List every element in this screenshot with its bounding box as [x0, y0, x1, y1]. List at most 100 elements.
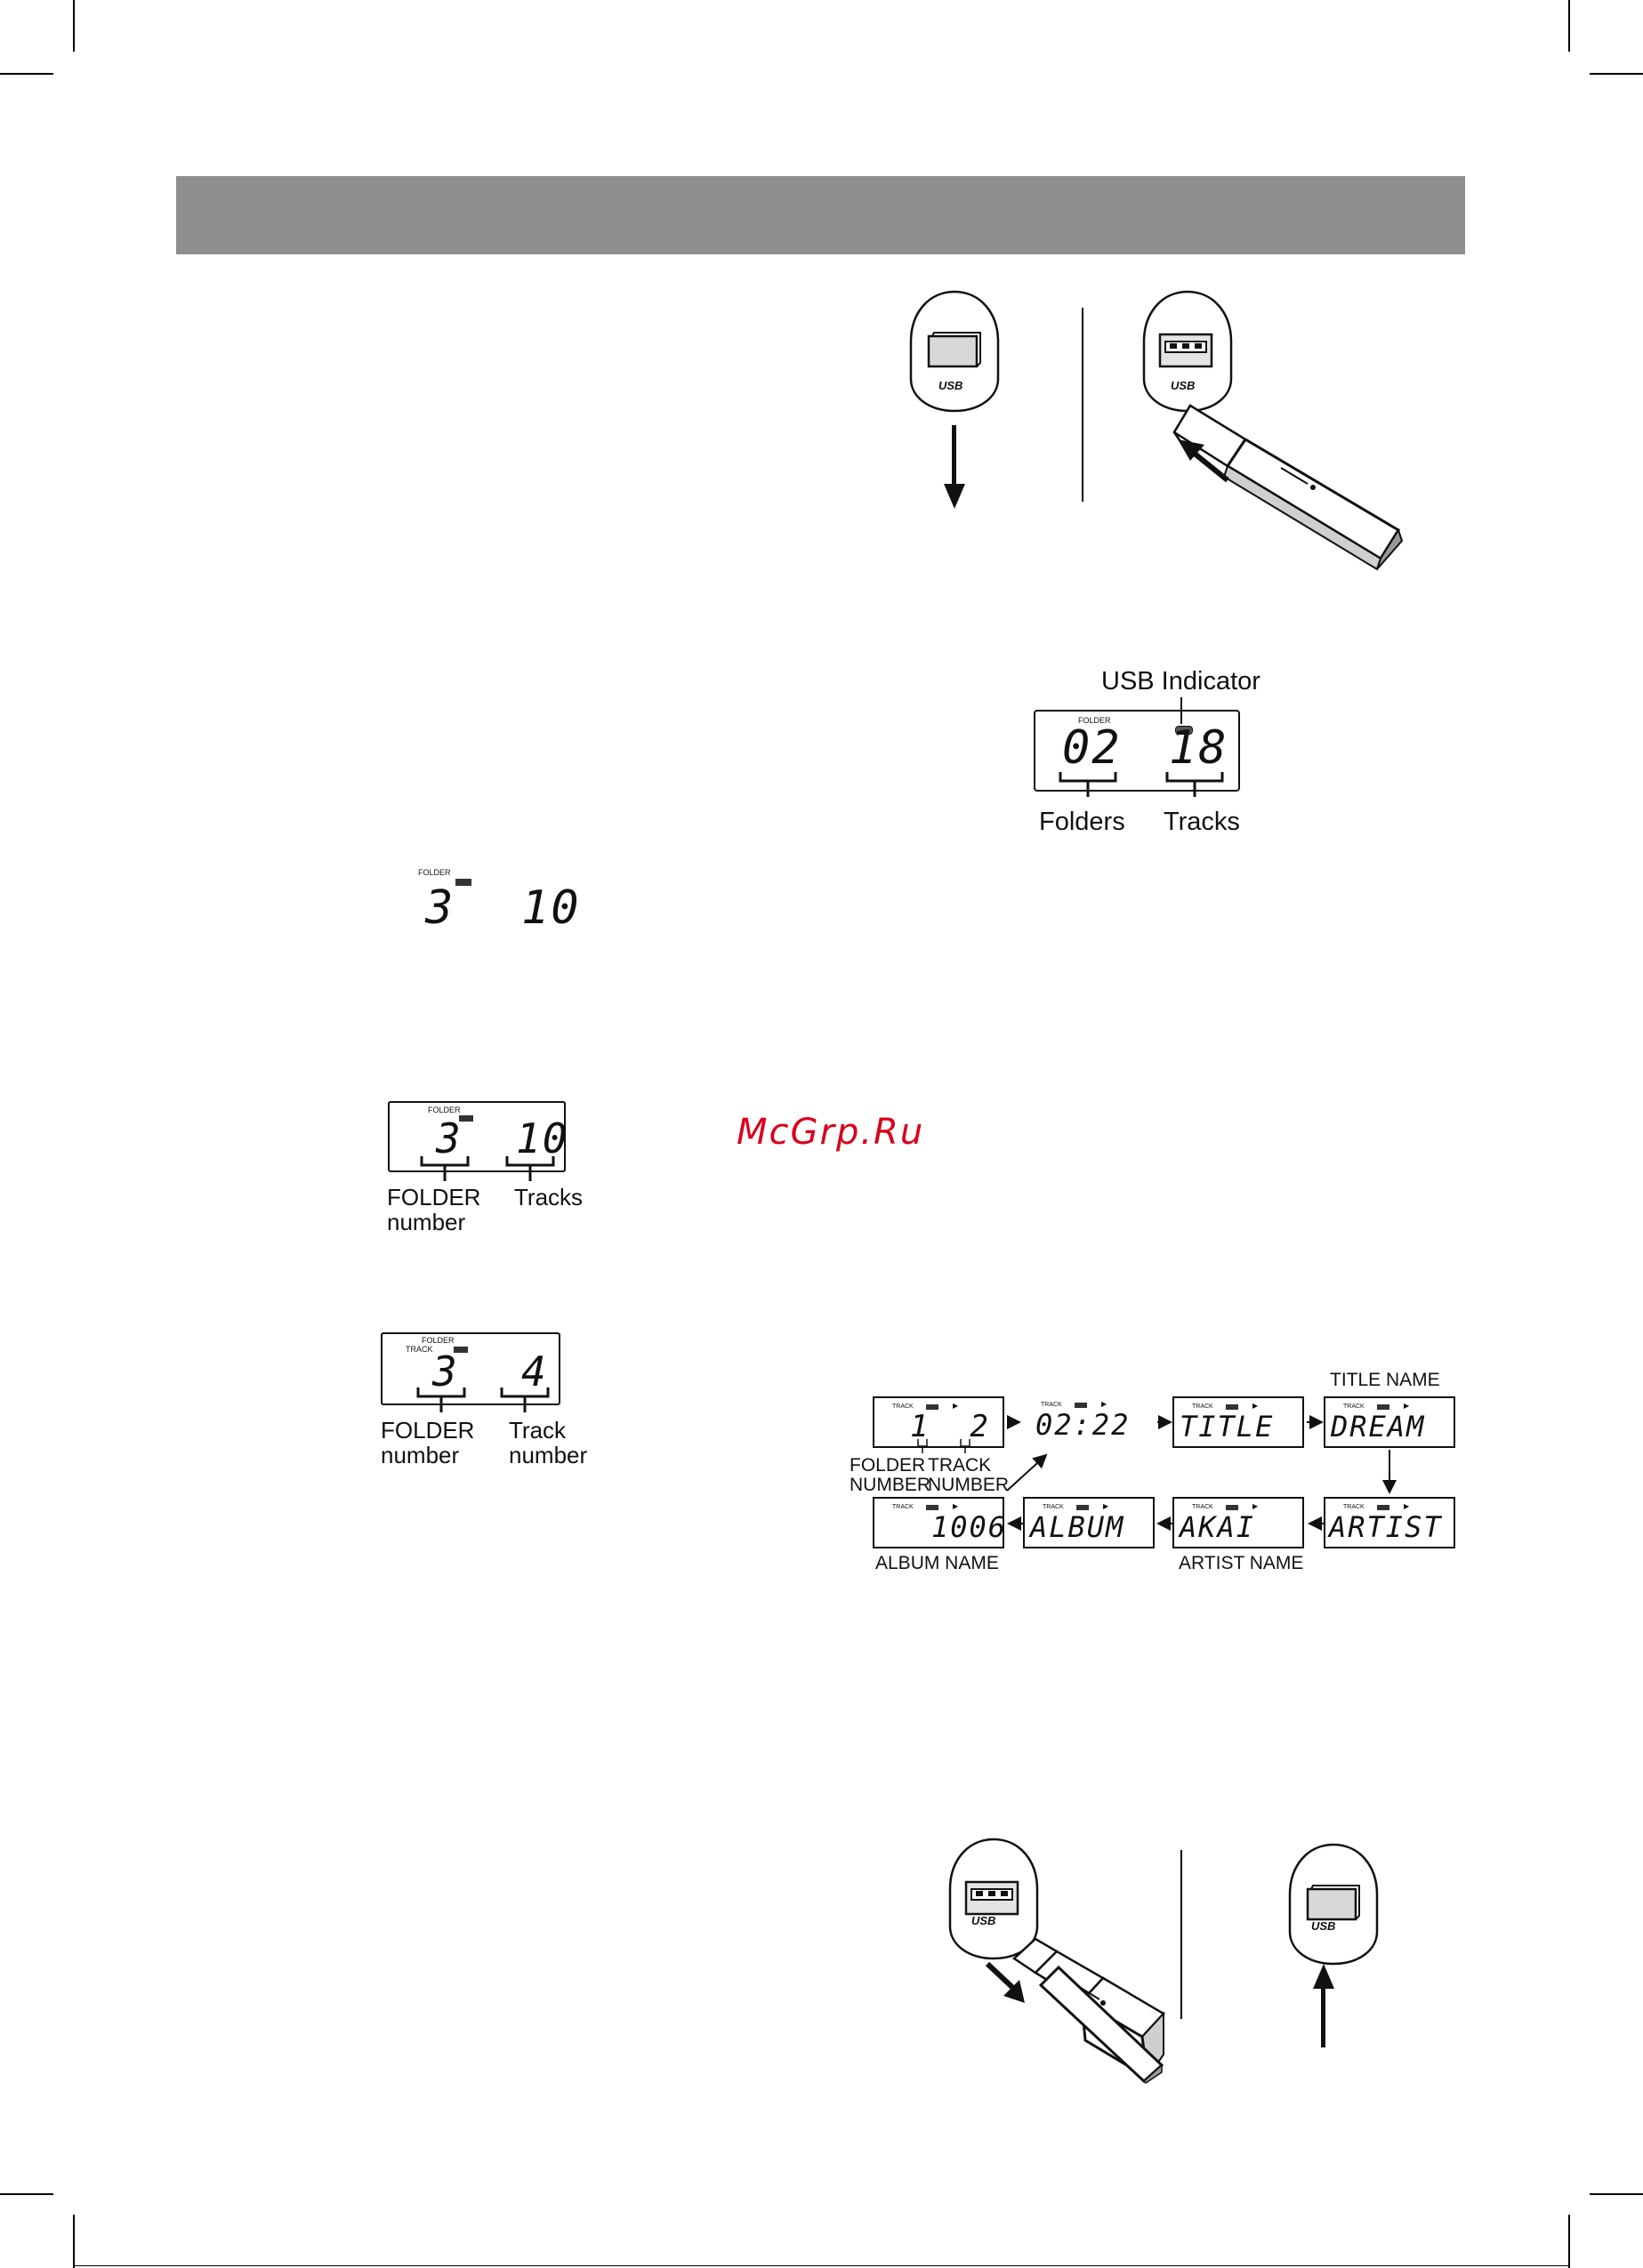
folders-label: Folders [1039, 808, 1125, 836]
tracks-bracket [1165, 772, 1224, 797]
number-label: number [509, 1442, 588, 1468]
lcd-mp3-tag [455, 879, 471, 886]
lcd-folders-value: 02 [1062, 721, 1122, 775]
lcd-folder-tag: FOLDER [418, 868, 451, 877]
artist-name-label: ARTIST NAME [1179, 1553, 1304, 1573]
usb-drive-body [1038, 1965, 1164, 2084]
album-name-label: ALBUM NAME [875, 1553, 999, 1573]
lcd-screen-time: TRACK ▶ 02:22 [1023, 1396, 1155, 1448]
play-icon: ▶ [953, 1502, 959, 1510]
lcd-mp3-tag [459, 1115, 473, 1122]
lcd-text: DREAM [1331, 1410, 1426, 1444]
lcd-mp3-tag [1075, 1403, 1087, 1408]
lcd-mp3-tag [1377, 1505, 1389, 1510]
play-icon: ▶ [1252, 1502, 1259, 1510]
crop-mark [1590, 73, 1643, 75]
lcd-screen-title-name: TRACK ▶ DREAM [1324, 1396, 1455, 1448]
lcd-track-tag: TRACK [1192, 1504, 1213, 1510]
lcd-tracks-value: 18 [1169, 721, 1228, 775]
lcd-mp3-tag [1377, 1404, 1389, 1410]
arrow-down-icon [944, 425, 965, 509]
lcd-track-tag: TRACK [1043, 1504, 1064, 1510]
lcd-left-value: 3 [432, 1347, 459, 1395]
usb-port-filled-icon [1142, 290, 1233, 413]
lcd-display: FOLDER 3 10 [388, 1101, 569, 1172]
lcd-display: FOLDER 02 18 [1034, 710, 1240, 792]
lcd-folder-tag: FOLDER [422, 1336, 455, 1345]
title-name-label: TITLE NAME [1330, 1370, 1440, 1390]
lcd-track-tag: TRACK [892, 1403, 914, 1410]
lcd-mp3-tag [1226, 1505, 1238, 1510]
divider-line [1082, 308, 1083, 502]
lcd-screen-artist: TRACK ▶ ARTIST [1324, 1497, 1455, 1548]
lcd-mp3-tag [454, 1347, 468, 1353]
lcd-folder-tag: FOLDER [1078, 716, 1111, 725]
usb-port-empty-icon [909, 290, 1000, 413]
usb-port-label: USB [1311, 1919, 1336, 1933]
number-label: number [387, 1209, 466, 1235]
lcd-text: 1 2 [910, 1409, 990, 1444]
folder-bracket [416, 1387, 466, 1412]
crop-mark [1568, 2215, 1570, 2268]
crop-mark [73, 0, 75, 52]
folder-label: FOLDER [387, 1184, 481, 1210]
folder-number-label: NUMBER [850, 1475, 931, 1495]
arrow-insert-icon [1178, 439, 1229, 483]
play-icon: ▶ [953, 1402, 959, 1410]
usb-flash-drive-icon [1172, 404, 1404, 571]
lcd-text: TITLE [1180, 1410, 1275, 1444]
lcd-track-tag: TRACK [1041, 1402, 1062, 1408]
track-number-label: NUMBER [928, 1475, 1010, 1495]
lcd-track-tag: TRACK [1192, 1403, 1213, 1410]
lcd-screen-title: TRACK ▶ TITLE [1172, 1396, 1304, 1448]
lcd-screen-album: TRACK ▶ ALBUM [1023, 1497, 1155, 1548]
lcd-right-value: 10 [521, 881, 581, 935]
section-header-bar [176, 176, 1465, 254]
lcd-mp3-tag [1076, 1505, 1089, 1510]
lcd-track-tag: TRACK [1343, 1403, 1365, 1410]
crop-mark [1590, 2193, 1643, 2195]
lcd-left-value: 3 [425, 881, 455, 935]
usb-port-filled-icon [948, 1838, 1039, 1960]
divider-line [1180, 1850, 1182, 2019]
folders-bracket [1059, 772, 1117, 797]
lcd-usb-tag [1175, 726, 1193, 735]
track-bracket [500, 1387, 550, 1412]
track-number-label: TRACK [928, 1455, 992, 1476]
usb-port-label: USB [938, 379, 963, 392]
play-icon: ▶ [1252, 1402, 1259, 1410]
usb-indicator-label: USB Indicator [1101, 667, 1260, 696]
number-label: number [381, 1442, 460, 1468]
folder-bracket [420, 1156, 470, 1181]
play-icon: ▶ [1103, 1502, 1109, 1510]
tracks-label: Tracks [514, 1184, 584, 1210]
folder-label: FOLDER [381, 1417, 475, 1444]
track-label: Track [509, 1417, 567, 1444]
lcd-mp3-tag [926, 1404, 938, 1410]
usb-port-label: USB [1171, 379, 1196, 392]
crop-mark [1568, 0, 1570, 52]
lcd-right-value: 10 [516, 1114, 569, 1162]
cycle-arrows [917, 1415, 1397, 1531]
play-icon: ▶ [1404, 1502, 1410, 1510]
tracks-bracket [505, 1156, 555, 1181]
lcd-text: AKAI [1180, 1510, 1256, 1544]
crop-mark [73, 2265, 1570, 2266]
usb-port-empty-icon [1288, 1843, 1379, 1966]
lcd-text: 1006 [931, 1510, 1008, 1544]
lcd-text: 02:22 [1035, 1408, 1131, 1442]
lcd-folder-tag: FOLDER [428, 1106, 461, 1114]
crop-mark [73, 2215, 75, 2268]
crop-mark [0, 2193, 53, 2195]
tracks-label: Tracks [1164, 808, 1240, 836]
lcd-track-tag: TRACK [406, 1345, 433, 1354]
folder-number-label: FOLDER [850, 1455, 926, 1476]
lcd-mp3-tag [926, 1505, 938, 1510]
usb-port-label: USB [971, 1914, 996, 1927]
arrow-remove-icon [985, 1961, 1025, 2003]
lcd-screen-album-name: TRACK ▶ 1006 [873, 1497, 1008, 1548]
lcd-mp3-tag [1226, 1404, 1238, 1410]
lcd-screen-track-number: TRACK ▶ 1 2 [873, 1396, 1004, 1448]
lcd-text: ALBUM [1030, 1510, 1125, 1544]
watermark: McGrp.Ru [737, 1112, 925, 1153]
